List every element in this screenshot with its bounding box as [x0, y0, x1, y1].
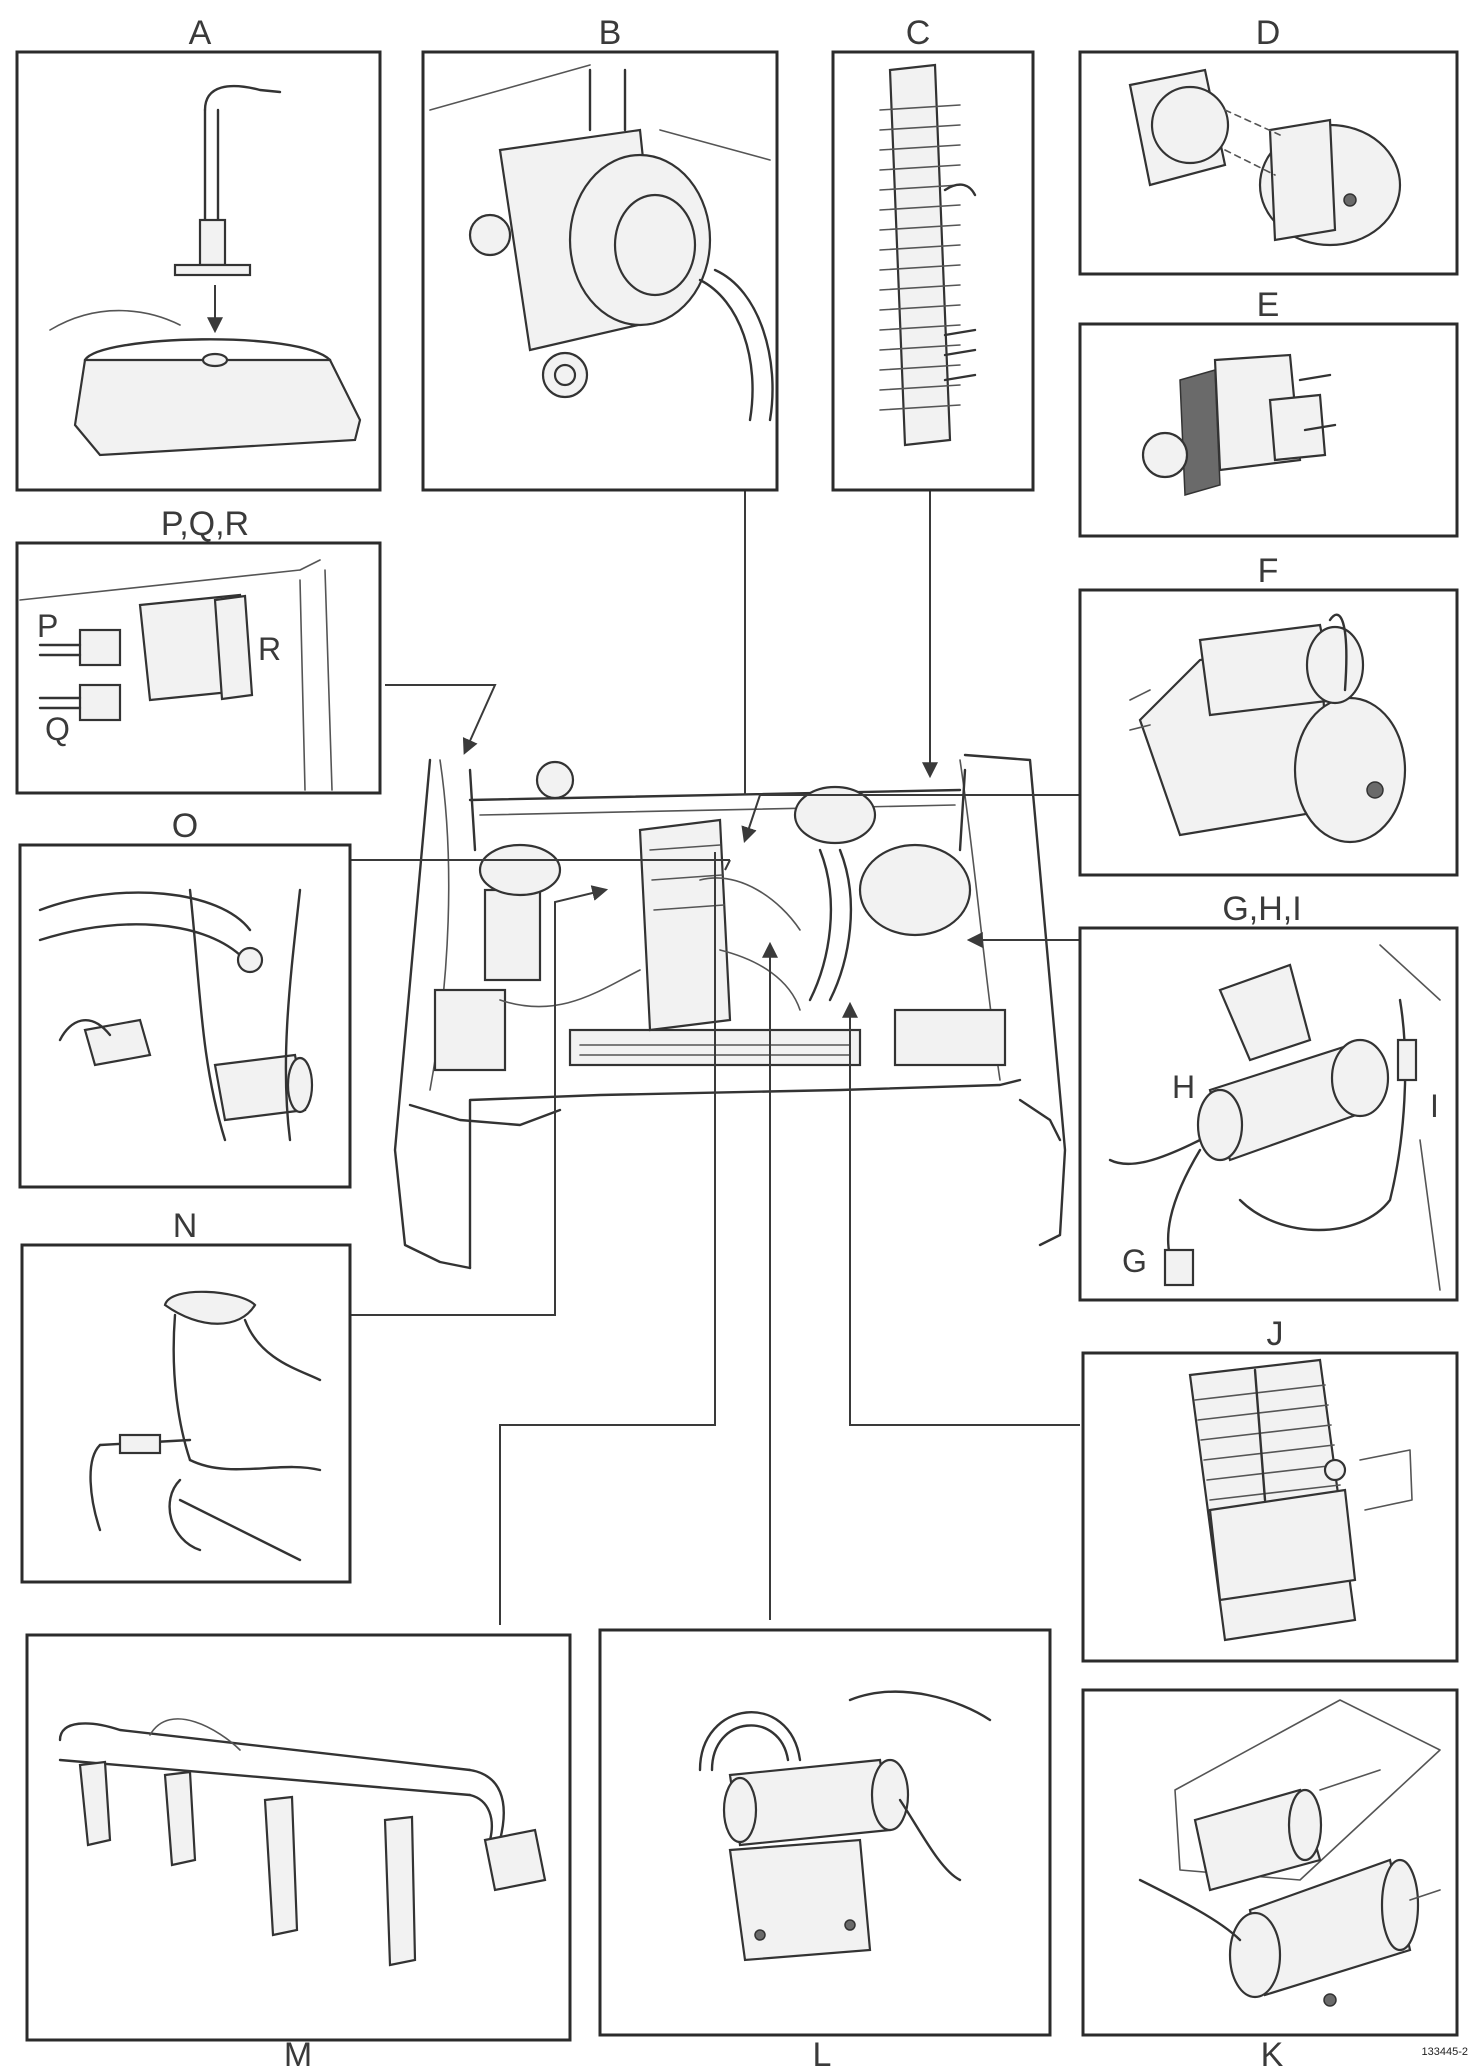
engine-bay-illustration: [393, 753, 1067, 1270]
panel-o-label: O: [172, 807, 198, 845]
panel-ghi: G,H,I H I G: [1078, 890, 1459, 1302]
panel-m: M: [25, 1633, 572, 2069]
panel-l: L: [598, 1628, 1052, 2069]
inner-label-i: I: [1430, 1088, 1439, 1124]
inner-label-g: G: [1122, 1243, 1147, 1279]
panel-e-label: E: [1257, 286, 1280, 324]
reference-number: 133445-2: [1422, 2046, 1469, 2058]
inner-label-q: Q: [45, 711, 70, 747]
panel-k: K: [1081, 1688, 1459, 2069]
panel-o: O: [18, 807, 352, 1189]
panel-ghi-label: G,H,I: [1222, 890, 1301, 928]
leader-lines: [350, 480, 1080, 1625]
panel-f-label: F: [1258, 552, 1279, 590]
panel-j-label: J: [1267, 1315, 1284, 1353]
panel-pqr-label: P,Q,R: [161, 505, 249, 543]
panel-m-label: M: [284, 2036, 312, 2069]
panel-n: N: [20, 1207, 352, 1584]
panel-k-label: K: [1261, 2036, 1284, 2069]
panel-a: A: [15, 14, 382, 492]
panel-e: E: [1078, 286, 1459, 538]
inner-label-h: H: [1172, 1069, 1195, 1105]
panel-n-label: N: [173, 1207, 198, 1245]
panel-c-label: C: [906, 14, 931, 52]
inner-label-r: R: [258, 631, 281, 667]
panel-b-label: B: [599, 14, 622, 52]
panel-b: B: [421, 14, 779, 492]
inner-label-p: P: [37, 608, 58, 644]
panel-a-label: A: [189, 14, 212, 52]
panel-pqr: P,Q,R P Q R: [15, 505, 382, 795]
panel-j: J: [1081, 1315, 1459, 1663]
panel-d: D: [1078, 14, 1459, 276]
panel-d-label: D: [1256, 14, 1281, 52]
panel-l-label: L: [813, 2036, 832, 2069]
injectors: [78, 1760, 417, 1967]
panel-f: F: [1078, 552, 1459, 877]
panel-c: C: [831, 14, 1035, 492]
